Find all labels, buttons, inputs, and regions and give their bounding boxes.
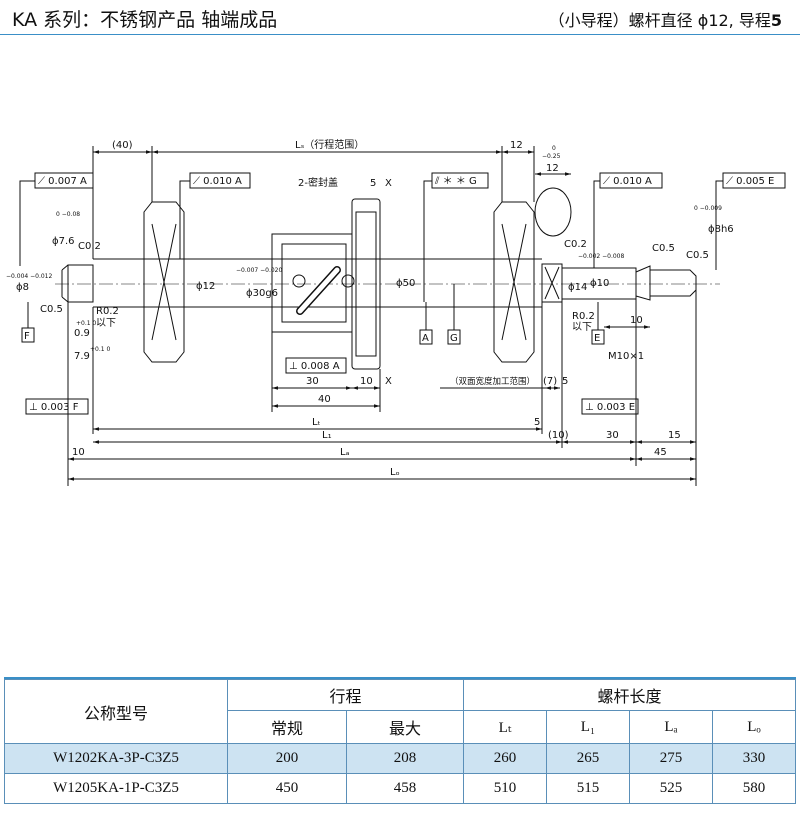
cell-l1: 265	[546, 743, 630, 774]
header-lo: Lₒ	[712, 710, 796, 744]
header-stroke: 行程	[227, 679, 464, 711]
phi-14: ϕ14	[568, 282, 587, 293]
radius-r02-left: R0.2	[96, 306, 119, 317]
below-left: 以下	[96, 318, 116, 329]
ref-a: A	[422, 333, 429, 344]
cell-lo: 580	[712, 773, 796, 804]
cell-model: W1202KA-3P-C3Z5	[4, 743, 228, 774]
gdt-perp-e: ⊥ 0.003 E	[585, 402, 635, 413]
cell-la: 275	[629, 743, 713, 774]
series-title: KA 系列：不锈钢产品 轴端成品	[12, 9, 278, 31]
chamfer-c02-right: C0.2	[564, 239, 587, 250]
cell-normal: 450	[227, 773, 347, 804]
dim-40-nut: 40	[318, 394, 331, 405]
cell-lt: 260	[463, 743, 547, 774]
dim-l1: L₁	[322, 430, 332, 441]
cell-normal: 200	[227, 743, 347, 774]
dim-15: 15	[668, 430, 681, 441]
dim-10-left: 10	[72, 447, 85, 458]
ref-f: F	[24, 331, 30, 342]
gdt-parallel-g: ⫽ ＊ ＊ G	[434, 176, 477, 187]
gdt-perp-nut: ⊥ 0.008 A	[289, 361, 340, 372]
tol-0: 0	[552, 145, 556, 152]
dim-7-paren: (7)	[543, 376, 557, 387]
lead-value: 5	[770, 11, 782, 30]
dim-12-section: 12	[546, 163, 559, 174]
cell-lo: 330	[712, 743, 796, 774]
header-screw-length: 螺杆长度	[463, 679, 796, 711]
phi-7-6: ϕ7.6	[52, 236, 75, 247]
header-l1: L₁	[546, 710, 630, 744]
header-la: Lₐ	[629, 710, 713, 744]
below-right: 以下	[572, 322, 592, 333]
spec-table: 公称型号 行程 螺杆长度 常规 最大 Lₜ L₁ Lₐ Lₒ W1202KA-3…	[4, 679, 796, 804]
dim-45: 45	[654, 447, 667, 458]
dim-10-thread: 10	[630, 315, 643, 326]
gdt-perp-f: ⊥ 0.003 F	[29, 402, 79, 413]
chamfer-c05-left: C0.5	[40, 304, 63, 315]
spec-title-text: （小导程）螺杆直径 ϕ12, 导程	[548, 11, 771, 30]
chamfer-c05-mid: C0.5	[652, 243, 675, 254]
dim-30-right: 30	[606, 430, 619, 441]
dim-30-nut: 30	[306, 376, 319, 387]
dim-5-top: 5	[370, 178, 376, 189]
phi-7-6-tol: 0 −0.08	[56, 211, 80, 218]
table-top-rule	[4, 677, 796, 680]
header-model: 公称型号	[4, 679, 228, 744]
dim-10-paren: (10)	[548, 430, 569, 441]
phi-50: ϕ50	[396, 278, 415, 289]
chamfer-c05-right: C0.5	[686, 250, 709, 261]
thread-m10: M10×1	[608, 351, 644, 362]
dim-5-lt: 5	[534, 417, 540, 428]
cell-lt: 510	[463, 773, 547, 804]
dim-12-top: 12	[510, 140, 523, 151]
phi-10-tol: −0.002 −0.008	[578, 253, 624, 260]
radius-r02-right: R0.2	[572, 311, 595, 322]
dim-10-flange: 10	[360, 376, 373, 387]
phi-30g6: ϕ30g6	[246, 288, 278, 299]
gdt-runout-right: ⟋ 0.010 A	[603, 176, 652, 187]
dim-0-9: 0.9	[74, 328, 90, 339]
cell-la: 525	[629, 773, 713, 804]
gdt-runout-far: ⟋ 0.005 E	[726, 176, 774, 187]
ball-screw-drawing: (40) Lₛ（行程范围） 12 0 −0.25 12 2-密封盖 5 X X …	[6, 138, 786, 486]
gdt-runout-nut: ⟋ 0.010 A	[193, 176, 242, 187]
phi-8h6: ϕ8h6	[708, 224, 734, 235]
phi-8: ϕ8	[16, 282, 29, 293]
phi-30-tol: −0.007 −0.020	[236, 267, 282, 274]
chamfer-c02-left: C0.2	[78, 241, 101, 252]
phi-10: ϕ10	[590, 278, 609, 289]
dim-40-paren: (40)	[112, 140, 133, 151]
ref-e: E	[594, 333, 600, 344]
page-header: KA 系列：不锈钢产品 轴端成品 （小导程）螺杆直径 ϕ12, 导程5	[0, 0, 800, 35]
section-x-top: X	[385, 178, 392, 189]
table-row: W1202KA-3P-C3Z5 200 208 260 265 275 330	[4, 743, 796, 774]
seal-label: 2-密封盖	[298, 176, 338, 189]
phi-8h6-tol: 0 −0.009	[694, 205, 722, 212]
dim-7-9-tol: +0.1 0	[90, 346, 110, 353]
dim-5-bottom: 5	[562, 376, 568, 387]
cell-l1: 515	[546, 773, 630, 804]
section-x-bottom: X	[385, 376, 392, 387]
phi-12: ϕ12	[196, 281, 215, 292]
ref-g: G	[450, 333, 458, 344]
dim-7-9: 7.9	[74, 351, 90, 362]
table-row: W1205KA-1P-C3Z5 450 458 510 515 525 580	[4, 773, 796, 804]
dim-lo: Lₒ	[390, 467, 400, 478]
ls-range-label: Lₛ（行程范围）	[295, 138, 364, 151]
cell-max: 458	[346, 773, 464, 804]
header-normal: 常规	[227, 710, 347, 744]
header-max: 最大	[346, 710, 464, 744]
header-lt: Lₜ	[463, 710, 547, 744]
cut-range-label: （双面宽度加工范围）	[450, 376, 535, 387]
cell-max: 208	[346, 743, 464, 774]
dim-la: Lₐ	[340, 447, 350, 458]
cell-model: W1205KA-1P-C3Z5	[4, 773, 228, 804]
spec-title: （小导程）螺杆直径 ϕ12, 导程5	[549, 7, 782, 31]
gdt-runout-left: ⟋ 0.007 A	[38, 176, 87, 187]
dim-lt: Lₜ	[312, 417, 321, 428]
dim-0-9-tol: +0.1 0	[76, 320, 96, 327]
phi-8-tol: −0.004 −0.012	[6, 273, 52, 280]
tol-neg025: −0.25	[542, 153, 561, 160]
